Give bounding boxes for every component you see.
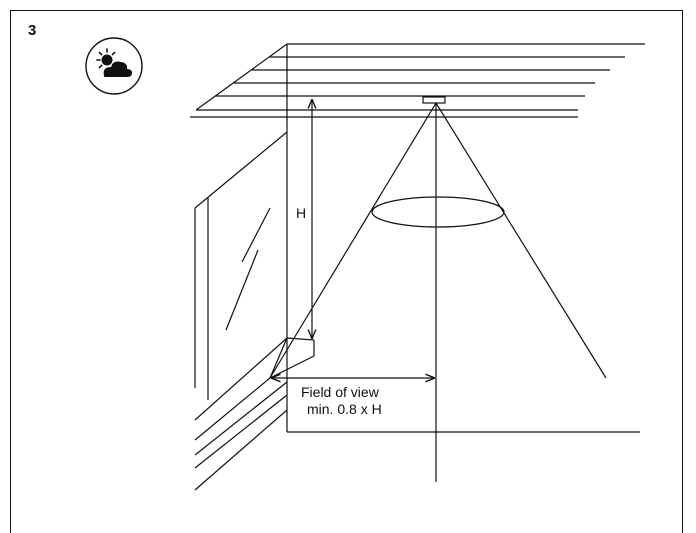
field-of-view-label: Field of view [301, 384, 380, 400]
sun-behind-cloud-icon [85, 37, 143, 95]
ceiling-sensor [422, 96, 446, 104]
detection-cone [269, 102, 607, 482]
step-number: 3 [28, 22, 37, 39]
field-of-view-min-label: min. 0.8 x H [307, 401, 382, 417]
ceiling [190, 43, 645, 118]
window [194, 131, 315, 491]
height-label: H [296, 205, 306, 221]
panel-border [10, 10, 683, 533]
